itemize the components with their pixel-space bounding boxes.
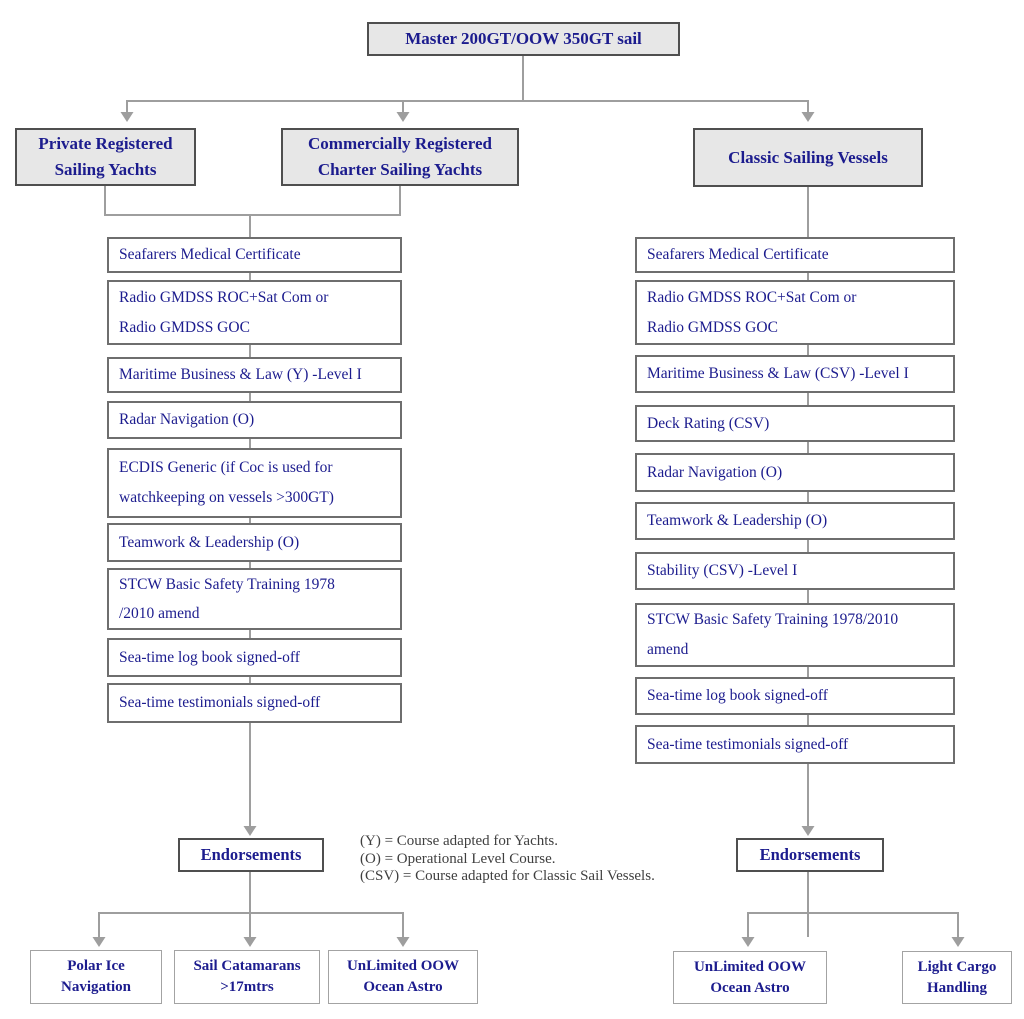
req-text-line: Maritime Business & Law (CSV) -Level I	[647, 365, 909, 382]
yacht-req-seafarers-medical: Seafarers Medical Certificate	[107, 237, 402, 273]
endorsements-label: Endorsements	[200, 845, 302, 864]
legend: (Y) = Course adapted for Yachts. (O) = O…	[360, 833, 655, 886]
req-text-line: Radio GMDSS ROC+Sat Com or	[119, 288, 329, 306]
req-text-line: Teamwork & Leadership (O)	[119, 533, 300, 551]
req-text-line: Radar Navigation (O)	[119, 411, 255, 428]
leaf-text-line: >17mtrs	[220, 979, 274, 995]
leaf-text-line: Light Cargo	[917, 958, 997, 975]
req-text-line: Sea-time log book signed-off	[119, 648, 300, 666]
classic-req-seafarers-medical: Seafarers Medical Certificate	[635, 237, 955, 273]
arrow-down-icon	[396, 112, 410, 122]
branch-classic-sailing-vessels: Classic Sailing Vessels	[693, 128, 923, 187]
leaf-text-line: UnLimited OOW	[693, 958, 807, 975]
classic-req-stcw-basic-safety: STCW Basic Safety Training 1978/2010 ame…	[635, 603, 955, 667]
branch-label-line: Private Registered	[38, 134, 173, 153]
req-text-line: ECDIS Generic (if Coc is used for	[119, 459, 333, 476]
classic-req-seatime-logbook: Sea-time log book signed-off	[635, 677, 955, 715]
branch-label-line: Commercially Registered	[308, 134, 492, 153]
leaf-text-line: Polar Ice	[67, 958, 125, 974]
req-text-line: Radar Navigation (O)	[647, 463, 783, 481]
classic-req-deck-rating: Deck Rating (CSV)	[635, 405, 955, 442]
req-text-line: Teamwork & Leadership (O)	[647, 512, 828, 529]
yacht-req-ecdis-generic: ECDIS Generic (if Coc is used for watchk…	[107, 448, 402, 518]
yacht-req-seatime-logbook: Sea-time log book signed-off	[107, 638, 402, 677]
req-text-line: Deck Rating (CSV)	[647, 414, 770, 432]
leaf-text-line: Sail Catamarans	[193, 958, 301, 974]
root-title-box: Master 200GT/OOW 350GT sail	[367, 22, 680, 56]
endorsement-polar-ice-navigation: Polar Ice Navigation	[30, 950, 162, 1004]
endorsements-label: Endorsements	[759, 845, 861, 864]
yacht-req-radar-navigation: Radar Navigation (O)	[107, 401, 402, 439]
classic-req-seatime-testimonials: Sea-time testimonials signed-off	[635, 725, 955, 764]
req-text-line: Seafarers Medical Certificate	[119, 246, 301, 263]
req-text-line: Radio GMDSS GOC	[647, 318, 778, 336]
branch-label-line: Classic Sailing Vessels	[728, 147, 888, 167]
req-text-line: /2010 amend	[119, 605, 200, 622]
req-text-line: STCW Basic Safety Training 1978	[119, 576, 335, 593]
yacht-req-seatime-testimonials: Sea-time testimonials signed-off	[107, 683, 402, 723]
classic-req-stability: Stability (CSV) -Level I	[635, 552, 955, 590]
req-text-line: Sea-time testimonials signed-off	[119, 694, 321, 711]
arrow-down-icon	[396, 937, 410, 947]
yacht-req-maritime-business-law: Maritime Business & Law (Y) -Level I	[107, 357, 402, 393]
classic-req-maritime-business-law: Maritime Business & Law (CSV) -Level I	[635, 355, 955, 393]
req-text-line: Maritime Business & Law (Y) -Level I	[119, 366, 362, 383]
endorsement-sail-catamarans: Sail Catamarans >17mtrs	[174, 950, 320, 1004]
leaf-text-line: UnLimited OOW	[346, 958, 460, 974]
arrow-down-icon	[801, 826, 815, 836]
req-text-line: STCW Basic Safety Training 1978/2010	[647, 611, 899, 628]
req-text-line: Sea-time testimonials signed-off	[647, 735, 849, 753]
leaf-text-line: Ocean Astro	[710, 979, 790, 996]
legend-line-o: (O) = Operational Level Course.	[360, 850, 556, 867]
req-text-line: Radio GMDSS ROC+Sat Com or	[647, 288, 857, 306]
legend-line-y: (Y) = Course adapted for Yachts.	[360, 833, 559, 849]
req-text-line: amend	[647, 641, 689, 658]
leaf-text-line: Handling	[926, 979, 988, 996]
arrow-down-icon	[92, 937, 106, 947]
req-text-line: Seafarers Medical Certificate	[647, 246, 829, 263]
yacht-req-radio-gmdss: Radio GMDSS ROC+Sat Com or Radio GMDSS G…	[107, 280, 402, 345]
branch-label-line: Charter Sailing Yachts	[317, 160, 483, 179]
branch-label-line: Sailing Yachts	[54, 160, 157, 179]
leaf-text-line: Navigation	[60, 979, 131, 995]
endorsement-unlimited-oow-yacht: UnLimited OOW Ocean Astro	[328, 950, 478, 1004]
req-text-line: Stability (CSV) -Level I	[647, 562, 798, 579]
endorsement-unlimited-oow-classic: UnLimited OOW Ocean Astro	[673, 951, 827, 1004]
branch-private-registered-yachts: Private Registered Sailing Yachts	[15, 128, 196, 186]
req-text-line: Radio GMDSS GOC	[119, 318, 250, 336]
arrow-down-icon	[243, 937, 257, 947]
leaf-text-line: Ocean Astro	[363, 979, 443, 995]
endorsement-light-cargo-handling: Light Cargo Handling	[902, 951, 1012, 1004]
yacht-endorsements-box: Endorsements	[178, 838, 324, 872]
req-text-line: watchkeeping on vessels >300GT)	[119, 489, 334, 506]
legend-line-csv: (CSV) = Course adapted for Classic Sail …	[360, 868, 655, 884]
arrow-down-icon	[243, 826, 257, 836]
yacht-req-stcw-basic-safety: STCW Basic Safety Training 1978 /2010 am…	[107, 568, 402, 630]
arrow-down-icon	[951, 937, 965, 947]
branch-commercial-charter-yachts: Commercially Registered Charter Sailing …	[281, 128, 519, 186]
classic-req-teamwork-leadership: Teamwork & Leadership (O)	[635, 502, 955, 540]
classic-req-radar-navigation: Radar Navigation (O)	[635, 453, 955, 492]
arrow-down-icon	[741, 937, 755, 947]
classic-req-radio-gmdss: Radio GMDSS ROC+Sat Com or Radio GMDSS G…	[635, 280, 955, 345]
arrow-down-icon	[120, 112, 134, 122]
req-text-line: Sea-time log book signed-off	[647, 687, 828, 704]
arrowhead-icons	[92, 112, 965, 947]
yacht-req-teamwork-leadership: Teamwork & Leadership (O)	[107, 523, 402, 562]
arrow-down-icon	[801, 112, 815, 122]
classic-endorsements-box: Endorsements	[736, 838, 884, 872]
root-title: Master 200GT/OOW 350GT sail	[405, 29, 642, 48]
